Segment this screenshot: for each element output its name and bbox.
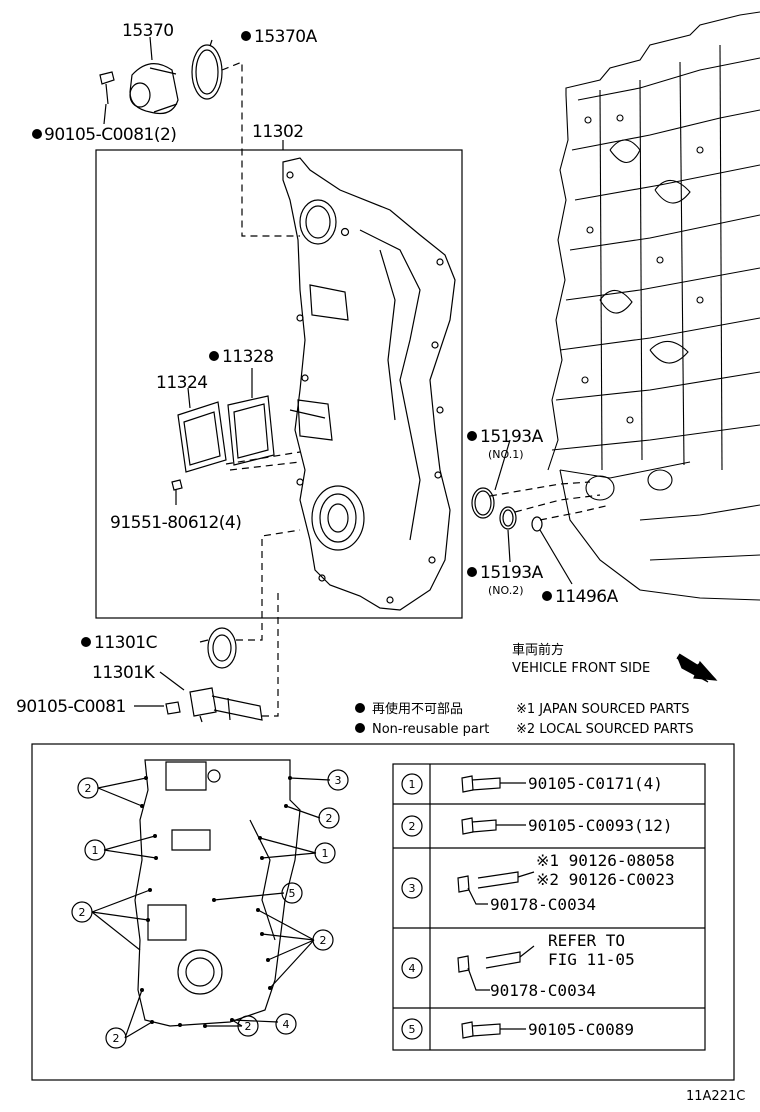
detail-frame — [31, 743, 735, 1081]
table-row-number: 1 — [409, 778, 416, 791]
table-row-number: 3 — [409, 882, 416, 895]
bolt-table-text: 1 2 3 4 5 90105-C0171(4) 90105-C0093(12)… — [409, 774, 675, 1039]
nonreusable-dot-icon — [355, 723, 365, 733]
table-row-number: 5 — [409, 1023, 416, 1036]
table-part-number: 90178-C0034 — [490, 981, 596, 1000]
callout-number: 3 — [335, 774, 342, 787]
cover-plate-gasket-drawing — [171, 395, 275, 505]
table-part-number: 90178-C0034 — [490, 895, 596, 914]
callout-number: 2 — [320, 934, 327, 947]
bolt-dots — [140, 776, 292, 1028]
table-part-number: ※2 90126-C0023 — [536, 870, 675, 889]
label-no1: (NO.1) — [488, 448, 524, 461]
part-labels: 15370 15370A 90105-C0081(2) 11302 11328 … — [16, 21, 619, 717]
callout-circles — [71, 769, 349, 1049]
water-pump-pulley-drawing — [99, 44, 223, 115]
label-91551-80612: 91551-80612(4) — [110, 513, 241, 533]
oring-no1-drawing — [471, 487, 495, 519]
oil-seal-drawing — [207, 627, 237, 669]
table-part-number: 90105-C0089 — [528, 1020, 634, 1039]
label-90105-C0081: 90105-C0081 — [16, 697, 126, 717]
label-15193A-no2: 15193A — [480, 563, 544, 583]
table-reference: REFER TO — [548, 931, 625, 950]
label-15193A-no1: 15193A — [480, 427, 544, 447]
table-part-number: ※1 90126-08058 — [536, 851, 675, 870]
oring-no2-drawing — [499, 506, 517, 530]
nonreusable-dot-icon — [467, 431, 477, 441]
table-row-number: 2 — [409, 820, 416, 833]
legend: 車両前方 VEHICLE FRONT SIDE 再使用不可部品 Non-reus… — [355, 642, 694, 737]
timing-chain-cover-drawing — [282, 157, 456, 611]
nonreusable-dot-icon — [81, 637, 91, 647]
vehicle-front-en: VEHICLE FRONT SIDE — [512, 661, 650, 676]
nonreusable-jp: 再使用不可部品 — [372, 701, 463, 717]
callout-number: 2 — [85, 782, 92, 795]
label-11328: 11328 — [222, 347, 274, 367]
label-90105-C0081-2: 90105-C0081(2) — [44, 125, 176, 145]
callout-number: 2 — [79, 906, 86, 919]
nonreusable-dot-icon — [355, 703, 365, 713]
nonreusable-dot-icon — [209, 351, 219, 361]
nonreusable-dot-icon — [241, 31, 251, 41]
callout-number: 4 — [283, 1018, 290, 1031]
engine-block-drawing — [547, 11, 760, 601]
callout-number: 2 — [113, 1032, 120, 1045]
callout-number: 2 — [326, 812, 333, 825]
callout-number: 1 — [322, 847, 329, 860]
vehicle-front-jp: 車両前方 — [512, 642, 564, 658]
callout-number: 1 — [92, 844, 99, 857]
nonreusable-en: Non-reusable part — [372, 722, 489, 737]
label-11302: 11302 — [252, 122, 304, 142]
label-11301C: 11301C — [94, 633, 157, 653]
nonreusable-dot-icon — [542, 591, 552, 601]
table-part-number: 90105-C0171(4) — [528, 774, 663, 793]
label-11301K: 11301K — [92, 663, 156, 683]
bolt-table — [392, 763, 706, 1051]
label-no2: (NO.2) — [488, 584, 524, 597]
timing-cover-frame — [95, 149, 463, 619]
figure-id: 11A221C — [686, 1089, 745, 1104]
crank-sensor-drawing — [165, 687, 263, 723]
callout-numbers: 2 1 2 2 2 3 2 1 5 2 4 2 — [79, 774, 342, 1045]
table-row-number: 4 — [409, 962, 416, 975]
label-11324: 11324 — [156, 373, 208, 393]
nonreusable-dot-icon — [467, 567, 477, 577]
note-local-sourced: ※2 LOCAL SOURCED PARTS — [516, 722, 694, 737]
table-part-number: 90105-C0093(12) — [528, 816, 673, 835]
cover-bolt-location-drawing — [134, 759, 301, 1027]
callout-number: 2 — [245, 1020, 252, 1033]
label-15370: 15370 — [122, 21, 174, 41]
note-japan-sourced: ※1 JAPAN SOURCED PARTS — [516, 702, 690, 717]
nonreusable-dot-icon — [32, 129, 42, 139]
bolt-icons — [457, 775, 535, 1039]
table-reference: FIG 11-05 — [548, 950, 635, 969]
label-11496A: 11496A — [555, 587, 619, 607]
callout-number: 5 — [289, 887, 296, 900]
label-15370A: 15370A — [254, 27, 318, 47]
